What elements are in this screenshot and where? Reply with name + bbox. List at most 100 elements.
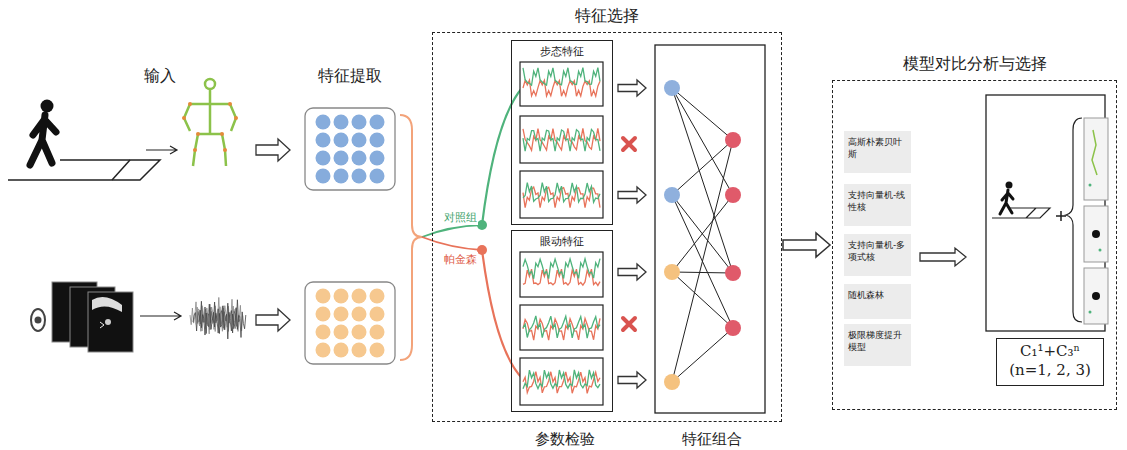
grid-dot: [316, 151, 331, 166]
section-label: 输入: [143, 66, 177, 87]
grid-dot: [352, 325, 367, 340]
output-neuron: [725, 320, 741, 336]
input-neuron: [664, 264, 680, 280]
grid-dot: [316, 169, 331, 184]
grid-dot: [370, 115, 385, 130]
hollow-arrow: [256, 80, 966, 388]
plot-frame: [520, 62, 603, 106]
box-heading: 模型对比分析与选择: [833, 54, 1116, 75]
formula-text: C₁¹+C₃ⁿ: [999, 342, 1101, 361]
block-arrow: [783, 233, 830, 257]
network-link: [672, 272, 733, 328]
grid-dot: [316, 289, 331, 304]
hollow-arrow: [618, 264, 646, 280]
output-neuron: [725, 187, 741, 203]
plot-line: [523, 259, 600, 279]
grid-dot: [334, 115, 349, 130]
grid-dot: [370, 169, 385, 184]
plot-line: [523, 68, 600, 86]
selection-panel: 特征选择步态特征眼动特征: [432, 32, 782, 422]
network-link: [672, 328, 733, 382]
grid-dot: [370, 151, 385, 166]
grid-dot: [370, 325, 385, 340]
grid-dot: [352, 289, 367, 304]
step-label: 参数检验: [534, 430, 596, 449]
network-link: [672, 88, 733, 140]
step-label: 特征组合: [681, 430, 743, 449]
box-text: 高斯朴素贝叶斯: [848, 136, 907, 160]
model-box: 高斯朴素贝叶斯: [844, 131, 911, 173]
grid-dot: [334, 289, 349, 304]
eye-video-frames: [31, 282, 133, 352]
model-box: 极限梯度提升模型: [844, 324, 911, 366]
hollow-arrow: [618, 187, 646, 203]
grid-dot: [316, 133, 331, 148]
signal-trace: [199, 304, 246, 339]
input-neuron: [664, 80, 680, 96]
plot-frame: [520, 116, 603, 163]
hollow-arrow: [920, 248, 966, 266]
hollow-arrow: [618, 80, 646, 96]
feature-group-box: 眼动特征: [511, 230, 613, 412]
grid-dot: [334, 325, 349, 340]
network-link: [672, 88, 733, 273]
plot-line: [523, 183, 600, 203]
grid-dot: [352, 115, 367, 130]
model-panel: 模型对比分析与选择高斯朴素贝叶斯支持向量机-线性核支持向量机-多项式核随机森林极…: [832, 80, 1117, 410]
plot-line: [523, 129, 600, 151]
feature-network: [655, 45, 765, 413]
grid-dot: [352, 151, 367, 166]
input-neuron: [664, 187, 680, 203]
grid-dot: [352, 169, 367, 184]
plot-frame: [520, 171, 603, 218]
output-neuron: [725, 132, 741, 148]
skeleton-figure: [184, 79, 236, 166]
thin-arrow: [140, 146, 181, 320]
plot-line: [523, 316, 600, 338]
model-box: 支持向量机-多项式核: [844, 234, 911, 276]
grid-dot: [334, 133, 349, 148]
section-label: 特征提取: [317, 66, 383, 87]
grid-dot: [316, 115, 331, 130]
grid-dot: [352, 343, 367, 358]
network-link: [672, 272, 733, 273]
grid-dot: [334, 169, 349, 184]
plot-line: [523, 128, 600, 150]
box-heading: 特征选择: [433, 6, 781, 27]
box-text: 支持向量机-线性核: [848, 189, 907, 213]
box-heading: 眼动特征: [512, 231, 612, 249]
box-heading: 步态特征: [512, 41, 612, 59]
plot-line: [523, 370, 600, 389]
eye-signal: [190, 297, 246, 339]
box-text: 支持向量机-多项式核: [848, 239, 907, 263]
skeleton-joints: [182, 102, 238, 152]
formula-text: (n=1, 2, 3): [999, 361, 1101, 380]
grid-box: [305, 108, 395, 190]
grid-box: [305, 282, 395, 364]
model-box: 支持向量机-线性核: [844, 184, 911, 226]
grid-dot: [334, 343, 349, 358]
grid-dot: [370, 307, 385, 322]
hollow-arrow: [618, 372, 646, 388]
group-bracket: [400, 88, 522, 378]
grid-dot: [316, 307, 331, 322]
grid-dot: [370, 343, 385, 358]
result-panel: [986, 95, 1108, 331]
input-neuron: [664, 374, 680, 390]
plot-frame: [520, 252, 603, 297]
group-label: 帕金森: [443, 252, 478, 267]
network-link: [672, 140, 733, 382]
box-text: 随机森林: [848, 289, 907, 301]
network-link: [672, 140, 733, 195]
grid-dot: [316, 325, 331, 340]
grid-dot: [352, 133, 367, 148]
plot-frame: [520, 305, 603, 350]
hollow-arrow: [256, 139, 290, 161]
feature-grid: [305, 108, 395, 364]
grid-dot: [352, 307, 367, 322]
hollow-arrow: [256, 309, 290, 331]
feature-group-box: 步态特征: [511, 40, 613, 225]
feature-plot: [520, 62, 603, 405]
walker-icon: [8, 100, 160, 181]
